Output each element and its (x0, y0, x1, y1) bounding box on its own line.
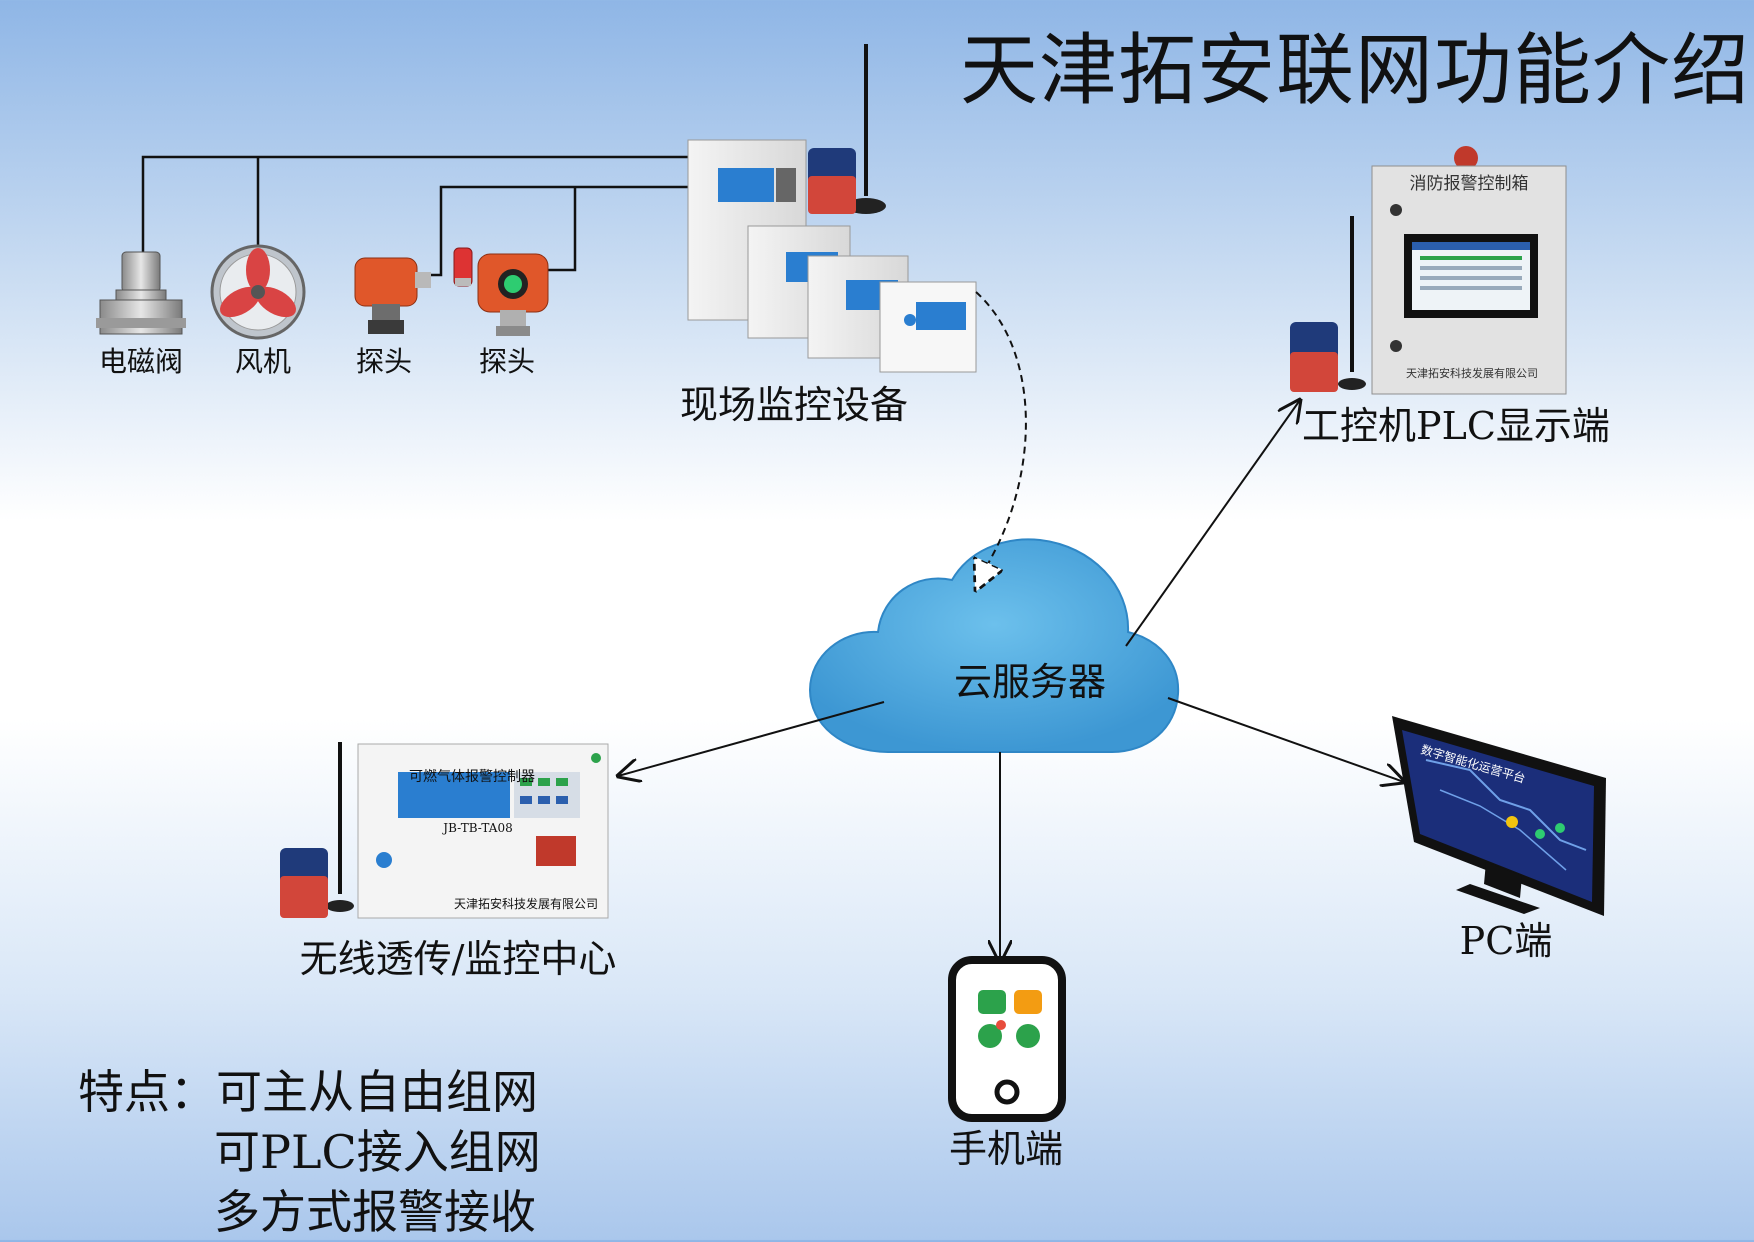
plc-label: 工控机PLC显示端 (1302, 404, 1610, 448)
mobile-label: 手机端 (949, 1127, 1063, 1171)
probe1-label: 探头 (356, 345, 412, 378)
page-title: 天津拓安联网功能介绍 (959, 26, 1750, 116)
features-list: 特点：可主从自由组网 可PLC接入组网 多方式报警接收 (78, 1062, 541, 1242)
arrow-to-plc (1125, 400, 1300, 647)
site-monitor-label: 现场监控设备 (680, 383, 908, 427)
center-panel-title: 可燃气体报警控制器 (409, 768, 535, 785)
solenoid-valve-icon (96, 251, 186, 335)
feature-item: 可PLC接入组网 (214, 1125, 541, 1179)
pc-label: PC端 (1460, 919, 1553, 963)
plc-control-box-icon (1290, 146, 1567, 395)
center-company: 天津拓安科技发展有限公司 (454, 896, 598, 911)
plc-panel-title: 消防报警控制箱 (1410, 174, 1529, 194)
probe2-label: 探头 (479, 345, 535, 378)
gas-probe-icon (354, 257, 431, 334)
pc-monitor-icon (1392, 716, 1606, 916)
feature-item: 多方式报警接收 (214, 1185, 536, 1239)
site-controllers-icon (687, 44, 977, 373)
center-model: JB-TB-TA08 (441, 821, 512, 835)
center-label: 无线透传/监控中心 (300, 937, 617, 981)
arrow-to-center (618, 701, 885, 776)
wiring (141, 155, 688, 277)
wireless-center-controller-icon (280, 742, 609, 919)
gas-probe-alarm-icon (453, 247, 549, 336)
features-prefix: 特点： (78, 1065, 216, 1119)
arrow-to-pc (1167, 697, 1404, 782)
fan-icon (210, 244, 306, 340)
mobile-phone-icon (948, 956, 1066, 1122)
cloud-label: 云服务器 (954, 660, 1106, 704)
feature-item: 可主从自由组网 (216, 1065, 538, 1119)
fan-label: 风机 (235, 345, 291, 378)
valve-label: 电磁阀 (99, 345, 183, 378)
cloud-icon (808, 538, 1180, 753)
plc-company: 天津拓安科技发展有限公司 (1406, 366, 1538, 380)
